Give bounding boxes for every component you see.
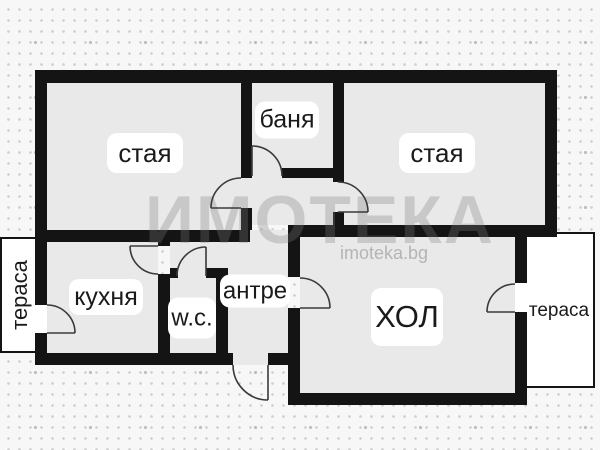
wall-livingroom-right-lower — [515, 312, 527, 405]
bedroom-right-door-gap — [333, 182, 344, 212]
wall-outer-right-upper — [545, 70, 557, 233]
terrace-right-label: тераса — [528, 300, 590, 321]
wall-livingroom-top — [288, 225, 557, 237]
terrace-left-door-arc — [46, 304, 76, 334]
wall-kitchen-right-lower — [158, 274, 170, 365]
entrance-door-arc — [232, 364, 269, 401]
wall-bedroomleft-right-lower — [241, 208, 252, 242]
watermark-brand: ИМОТЕКА — [145, 182, 495, 258]
hallway-label: антре — [220, 274, 290, 308]
wall-livingroom-bottom — [288, 393, 527, 405]
wall-kitchen-right-upper — [158, 230, 170, 246]
wc-door-arc — [176, 246, 207, 277]
bedroom-right-door-arc — [337, 181, 369, 213]
terrace-right-door-gap — [515, 283, 527, 312]
bedroom-right-label: стая — [399, 133, 475, 173]
wall-livingroom-left-lower — [288, 308, 300, 405]
terrace-left-door-gap — [35, 305, 47, 333]
wall-outer-top — [35, 70, 557, 83]
wc-label: w.c. — [168, 297, 216, 339]
terrace-left-area — [0, 237, 40, 353]
wall-bathroom-right — [333, 82, 344, 182]
hallway-corridor-passage — [250, 230, 288, 242]
terrace-right-door-arc — [486, 283, 516, 313]
watermark-site: imoteka.bg — [340, 243, 429, 263]
bathroom-label: баня — [255, 101, 319, 139]
living-room-label: ХОЛ — [371, 288, 443, 346]
wall-wc-top-a — [170, 268, 178, 278]
wall-bottom-left-b — [268, 353, 290, 365]
bedroom-left-label: стая — [107, 133, 183, 173]
wall-bedroomright-left-stub — [333, 212, 344, 231]
bathroom-door-arc — [251, 145, 283, 177]
wall-livingroom-right-upper — [515, 237, 527, 283]
kitchen-door-arc — [129, 245, 159, 275]
wall-bathroom-bottom — [282, 168, 342, 178]
wall-bottom-left-a — [35, 353, 233, 365]
bedroom-left-door-arc — [210, 177, 242, 209]
wall-bedroomleft-bottom — [35, 230, 250, 242]
terrace-left-label: тераса — [7, 260, 32, 330]
wall-livingroom-left-upper — [288, 237, 300, 277]
kitchen-label: кухня — [69, 279, 143, 315]
living-room-door-arc — [299, 277, 331, 309]
bedroom-left-door-gap — [241, 178, 252, 208]
entrance-door-gap — [233, 353, 268, 365]
wall-outer-left-upper — [35, 70, 47, 305]
wall-bedroomleft-right-upper — [241, 82, 252, 178]
